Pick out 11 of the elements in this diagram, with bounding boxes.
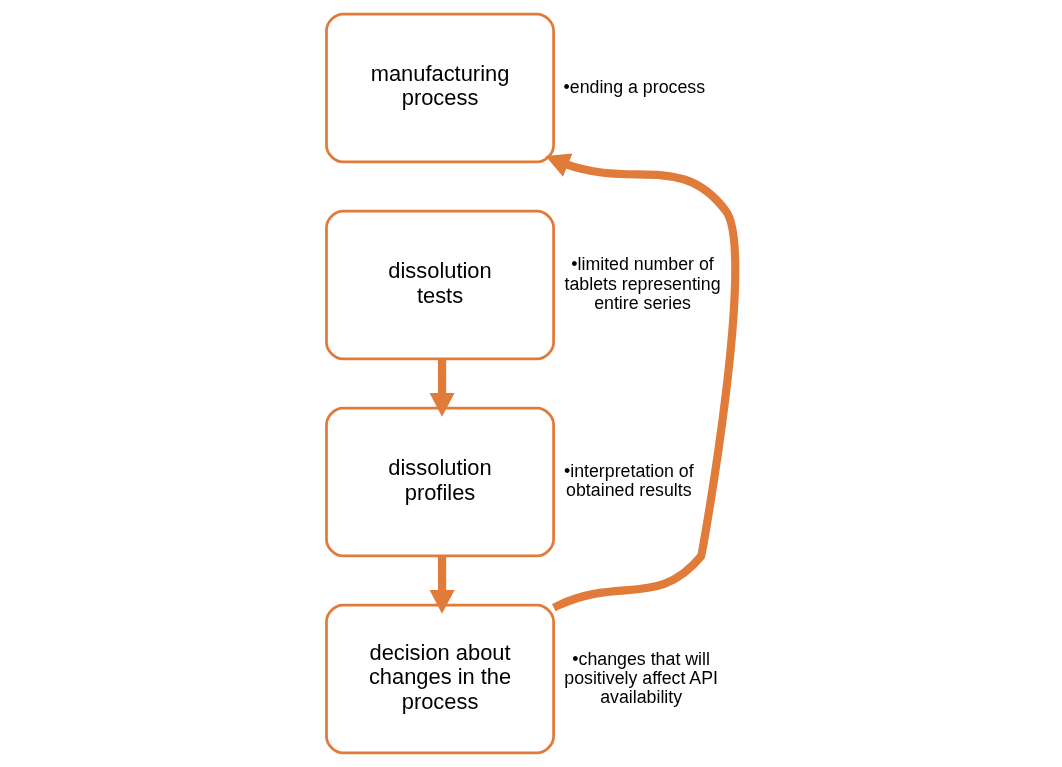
node-box: manufacturing process (325, 12, 555, 164)
arrow (429, 359, 455, 417)
arrow (429, 556, 455, 614)
node-label: •changes that will positively affect API availability (564, 648, 719, 707)
arrow (545, 153, 740, 612)
node-box: dissolution profiles (325, 406, 555, 558)
node-box: dissolution tests (325, 209, 555, 361)
node-label: •interpretation of obtained results (564, 461, 694, 501)
node-label: •limited number of tablets representing entire series (564, 254, 721, 313)
node-label: •ending a process (563, 76, 706, 97)
node-box: decision about changes in the process (325, 603, 555, 755)
